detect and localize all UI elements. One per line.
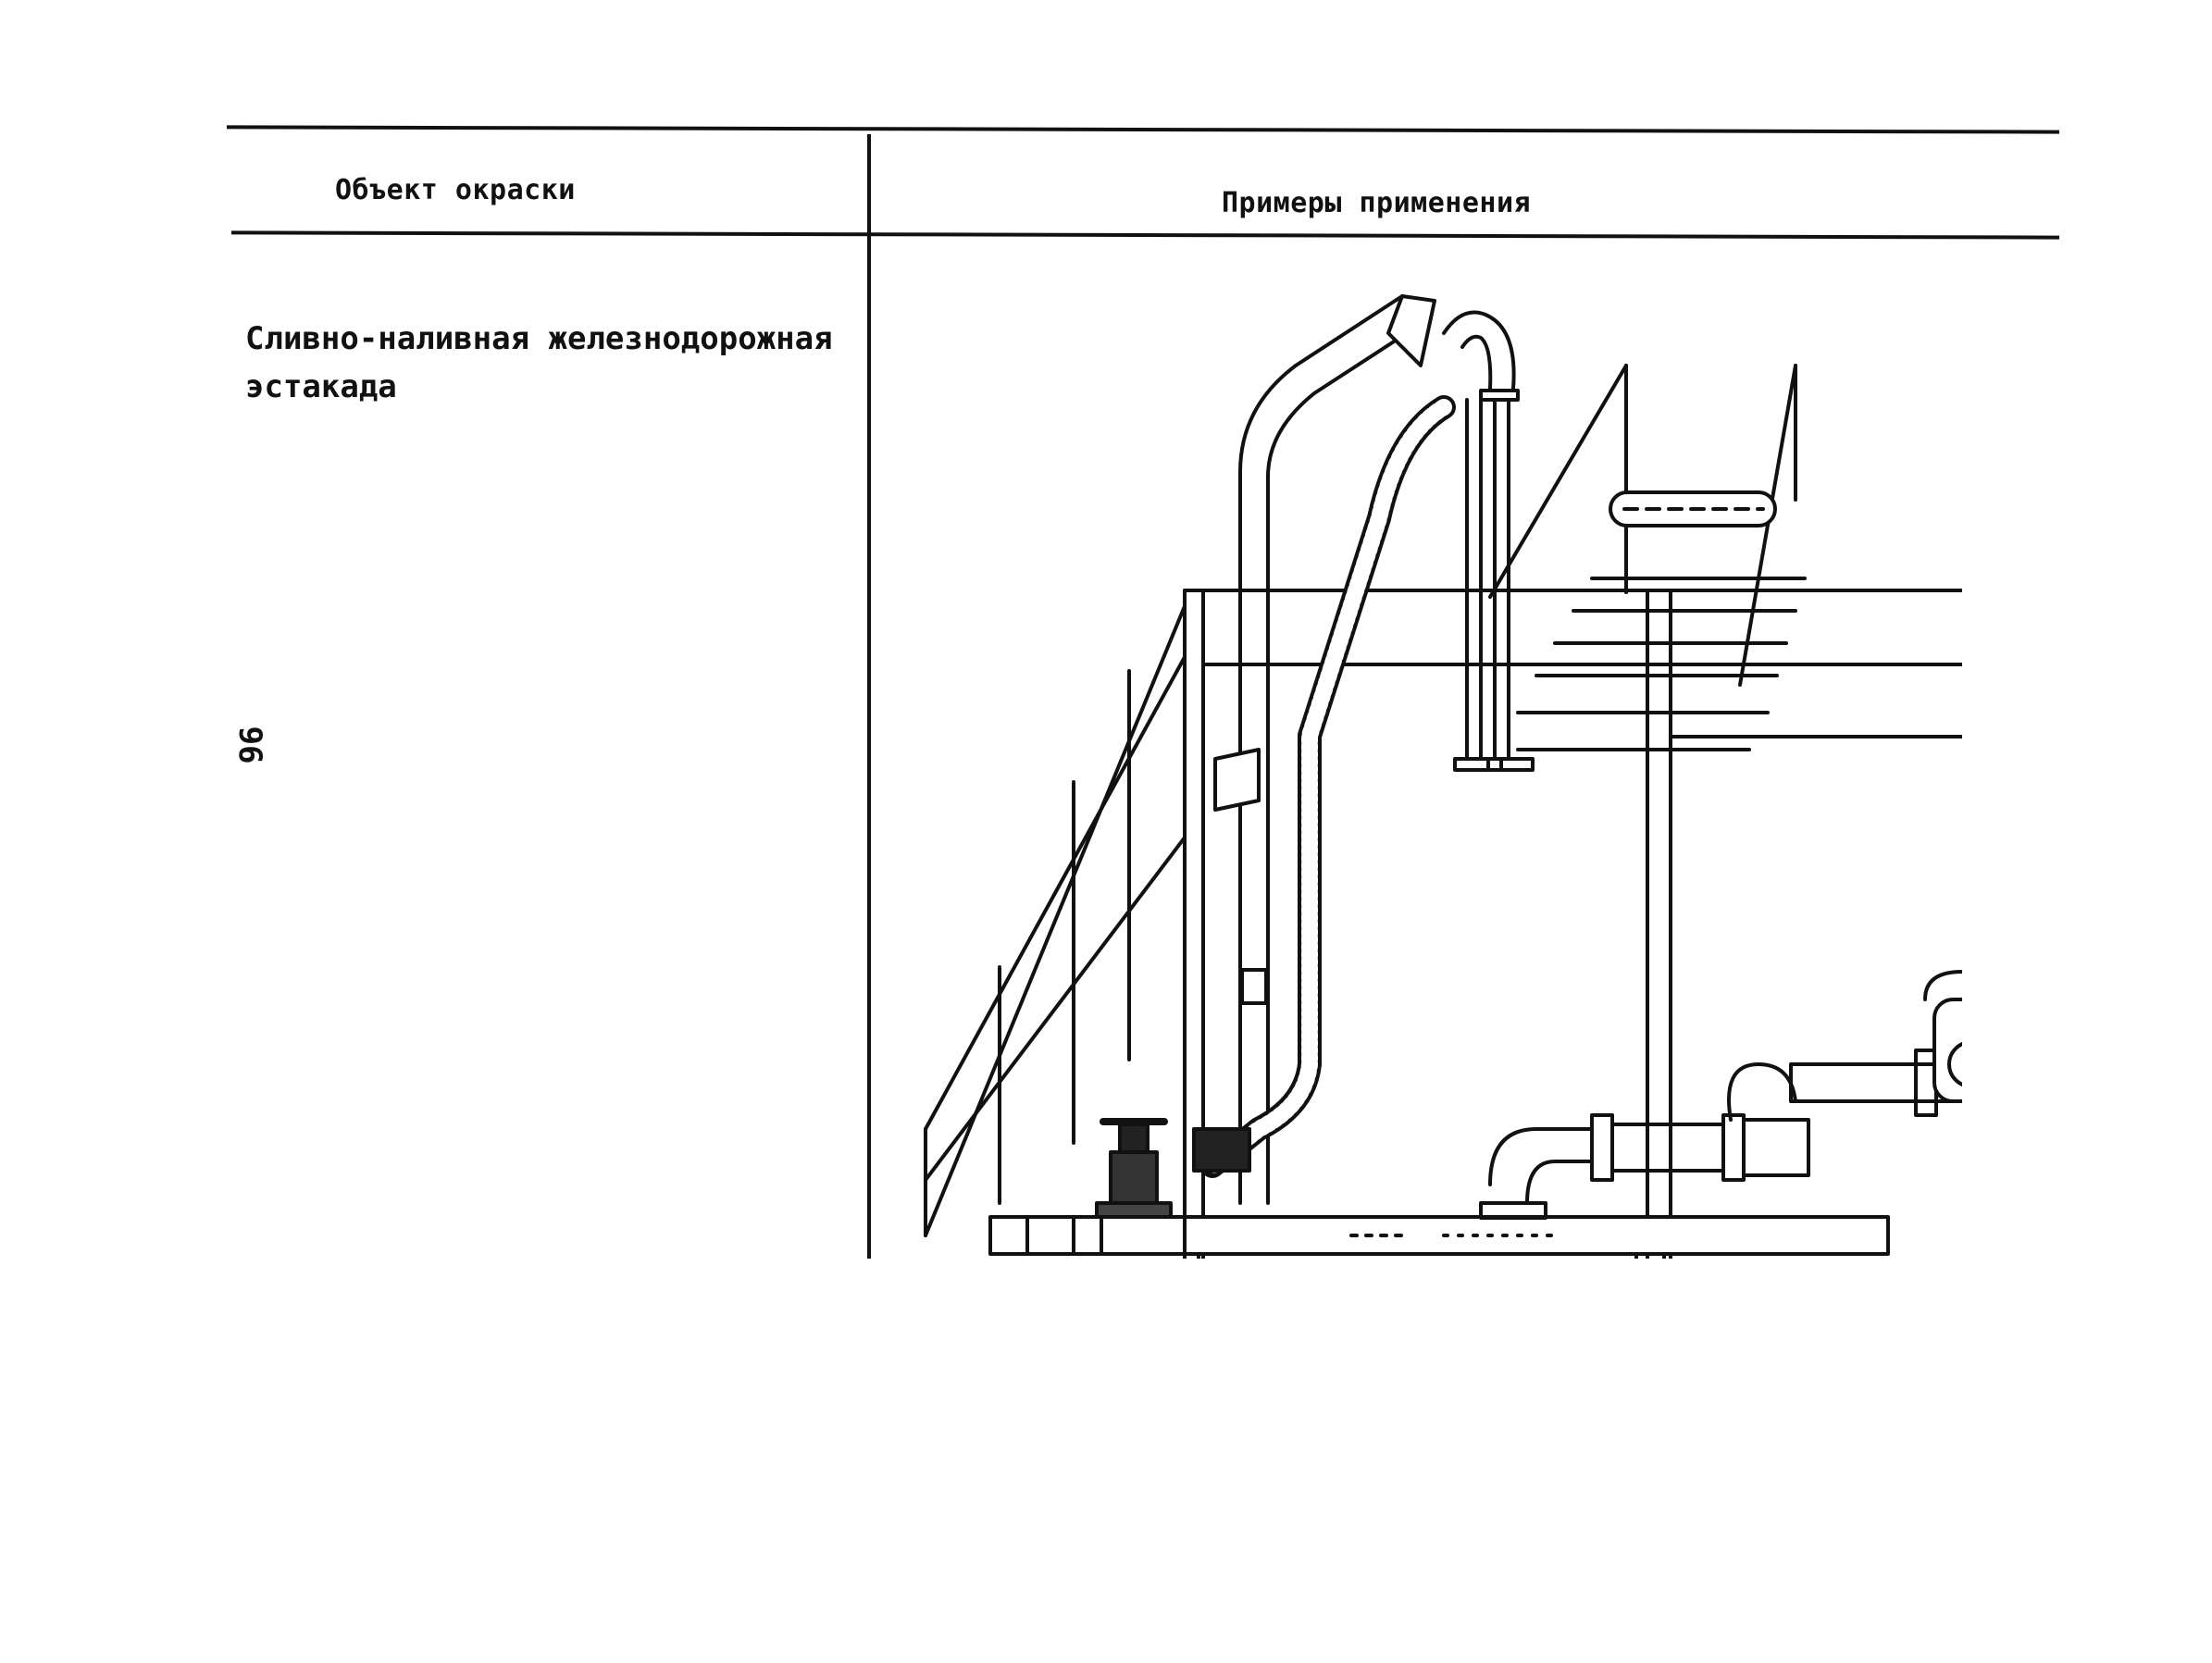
row-object-line-2: эстакада [245, 368, 397, 405]
gangway-ladder [1488, 364, 1807, 751]
row-object-line-1: Сливно-наливная железнодорожная [245, 320, 833, 357]
page-number: 96 [233, 726, 271, 764]
row-object-text: Сливно-наливная железнодорожная эстакада [245, 315, 833, 411]
table-header-rule [230, 230, 2060, 240]
column-header-examples: Примеры применения [1222, 187, 1532, 219]
table-top-rule [226, 125, 2060, 134]
table-column-divider [867, 134, 871, 1259]
stair-railing [924, 604, 1187, 1237]
footing-stubs [1197, 1252, 1666, 1259]
column-header-object: Объект окраски [335, 174, 576, 206]
collector-pipe [988, 1215, 1890, 1256]
vertical-riser-pipe [1213, 294, 1535, 1205]
railway-loading-rack-drawing [924, 294, 1962, 1259]
pump-pipe-assembly [1479, 970, 1962, 1220]
flexible-hose [1192, 395, 1456, 1178]
